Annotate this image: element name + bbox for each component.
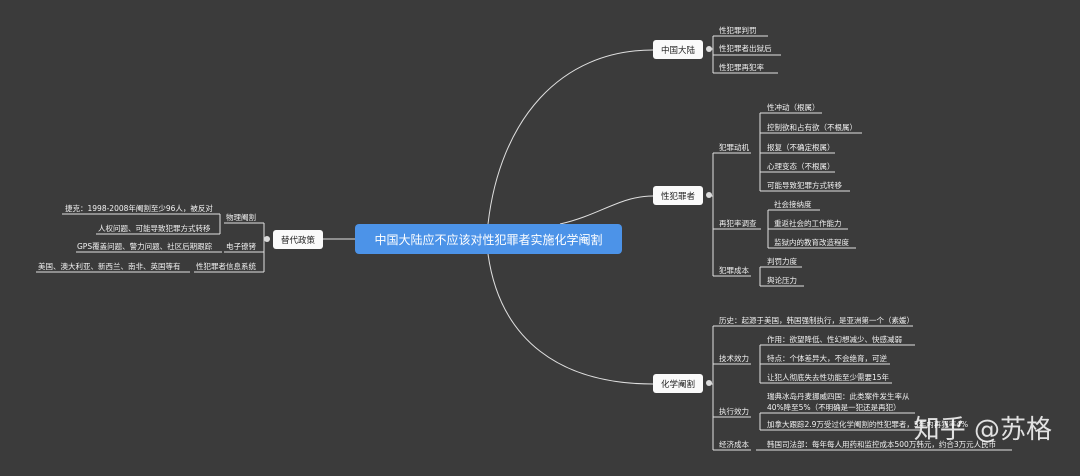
leaf-sentencing[interactable]: 性犯罪判罚 (719, 26, 757, 35)
leaf-nordic-countries[interactable]: 瑞典冰岛丹麦挪威四国：此类案件发生率从40%降至5%（不明确是一犯还是再犯） (767, 392, 910, 412)
leaf-15-years[interactable]: 让犯人彻底失去性功能至少需要15年 (767, 373, 890, 382)
leaf-public-pressure[interactable]: 舆论压力 (767, 276, 797, 285)
expand-dot[interactable] (264, 236, 270, 242)
leaf-penalty[interactable]: 判罚力度 (767, 257, 797, 266)
leaf-psychopathy[interactable]: 心理变态（不根属） (767, 162, 835, 171)
topic-alternative-policies[interactable]: 替代政策 (273, 230, 323, 249)
leaf-social-acceptance[interactable]: 社会接纳度 (774, 200, 812, 209)
connector-central-china (487, 49, 654, 225)
leaf-history[interactable]: 历史：起源于美国，韩国强制执行，是亚洲第一个（素媛） (719, 316, 914, 325)
branch-recidivism-survey[interactable]: 再犯率调查 (719, 219, 757, 228)
watermark: 知乎 @苏格 (913, 415, 1052, 445)
expand-dot[interactable] (706, 192, 712, 198)
leaf-gps-issues[interactable]: GPS覆盖问题、警力问题、社区后期跟踪 (77, 242, 213, 251)
branch-physical-castration[interactable]: 物理阉割 (226, 213, 256, 222)
topic-china-mainland[interactable]: 中国大陆 (653, 40, 703, 59)
branch-economic-cost[interactable]: 经济成本 (719, 440, 749, 449)
leaf-human-rights[interactable]: 人权问题、可能导致犯罪方式转移 (98, 224, 211, 233)
leaf-work-ability[interactable]: 重返社会的工作能力 (774, 219, 842, 228)
leaf-countries[interactable]: 美国、澳大利亚、新西兰、南非、英国等有 (38, 262, 181, 271)
leaf-after-release[interactable]: 性犯罪者出狱后 (719, 44, 772, 53)
leaf-revenge[interactable]: 报复（不确定根属） (767, 143, 835, 152)
connector-central-offenders (559, 195, 654, 225)
topic-chemical-castration[interactable]: 化学阉割 (653, 374, 703, 393)
connector-central-castration (487, 253, 654, 385)
central-topic[interactable]: 中国大陆应不应该对性犯罪者实施化学阉割 (355, 224, 622, 254)
leaf-korea-cost[interactable]: 韩国司法部：每年每人用药和监控成本500万韩元，约合3万元人民币 (767, 440, 997, 449)
branch-crime-cost[interactable]: 犯罪成本 (719, 266, 749, 275)
expand-dot[interactable] (706, 380, 712, 386)
leaf-method-transfer[interactable]: 可能导致犯罪方式转移 (767, 181, 842, 190)
leaf-control-desire[interactable]: 控制欲和占有欲（不根属） (767, 123, 857, 132)
topic-sex-offenders[interactable]: 性犯罪者 (653, 186, 703, 205)
leaf-canada-tracking[interactable]: 加拿大跟踪2.9万受过化学阉割的性犯罪者，5年内再犯率4% (767, 420, 969, 429)
branch-motive[interactable]: 犯罪动机 (719, 143, 749, 152)
leaf-czech[interactable]: 捷克：1998-2008年阉割至少96人，被反对 (65, 204, 213, 213)
leaf-features[interactable]: 特点：个体差异大，不会绝育，可逆 (767, 354, 887, 363)
leaf-recidivism-rate[interactable]: 性犯罪再犯率 (719, 63, 764, 72)
branch-offender-registry[interactable]: 性犯罪者信息系统 (196, 262, 256, 271)
leaf-effect[interactable]: 作用：欲望降低、性幻想减少、快感减弱 (767, 335, 902, 344)
leaf-sexual-impulse[interactable]: 性冲动（根属） (767, 103, 820, 112)
leaf-prison-education[interactable]: 监狱内的教育改造程度 (774, 238, 849, 247)
branch-technical-effect[interactable]: 技术效力 (719, 354, 749, 363)
branch-electronic-shackles[interactable]: 电子镣铐 (226, 242, 256, 251)
branch-execution-effect[interactable]: 执行效力 (719, 407, 749, 416)
expand-dot[interactable] (706, 46, 712, 52)
